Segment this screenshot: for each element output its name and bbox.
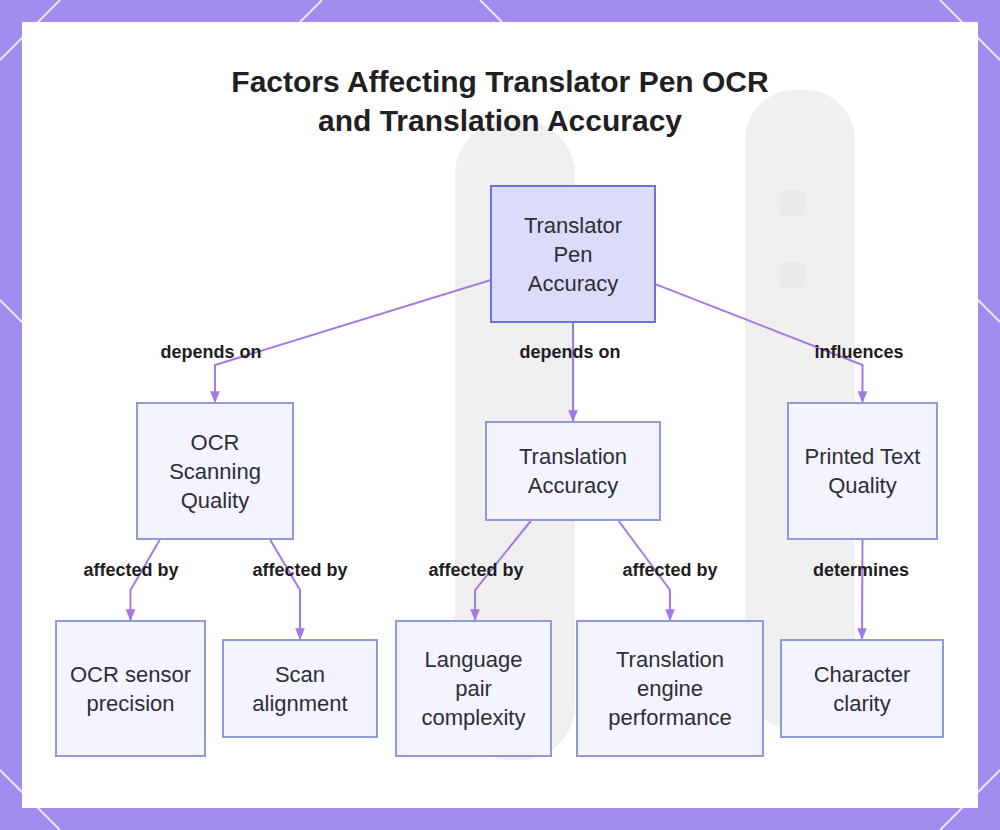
- node-text: Translation engine performance: [588, 645, 752, 732]
- connector: [215, 280, 490, 402]
- factor-box: Printed Text Quality: [787, 402, 938, 540]
- node-text: Language pair complexity: [409, 645, 538, 732]
- edge-label: affected by: [250, 559, 349, 581]
- edge-label: determines: [811, 559, 911, 581]
- node-text: Translator Pen Accuracy: [510, 211, 636, 298]
- sub-factor-box: Character clarity: [780, 639, 944, 738]
- edge-label: affected by: [620, 559, 719, 581]
- edge-label: depends on: [517, 341, 622, 363]
- sub-factor-box: OCR sensor precision: [55, 620, 206, 757]
- edge-label: affected by: [426, 559, 525, 581]
- connector: [270, 540, 300, 639]
- edge-label: affected by: [81, 559, 180, 581]
- connector: [861, 540, 864, 639]
- connector: [572, 323, 574, 421]
- sub-factor-box: Scan alignment: [222, 639, 378, 738]
- node-text: Printed Text Quality: [803, 442, 922, 500]
- edge-label: influences: [812, 341, 905, 363]
- diagram-title: Factors Affecting Translator Pen OCR and…: [210, 62, 790, 140]
- node-text: OCR Scanning Quality: [152, 428, 278, 515]
- factor-box: OCR Scanning Quality: [136, 402, 294, 540]
- node-text: Character clarity: [794, 660, 930, 718]
- node-text: Translation Accuracy: [501, 442, 645, 500]
- node-text: OCR sensor precision: [69, 660, 192, 718]
- sub-factor-box: Translation engine performance: [576, 620, 764, 757]
- node-text: Scan alignment: [236, 660, 364, 718]
- sub-factor-box: Language pair complexity: [395, 620, 552, 757]
- factor-box: Translation Accuracy: [485, 421, 661, 521]
- edge-label: depends on: [158, 341, 263, 363]
- root-box: Translator Pen Accuracy: [490, 185, 656, 323]
